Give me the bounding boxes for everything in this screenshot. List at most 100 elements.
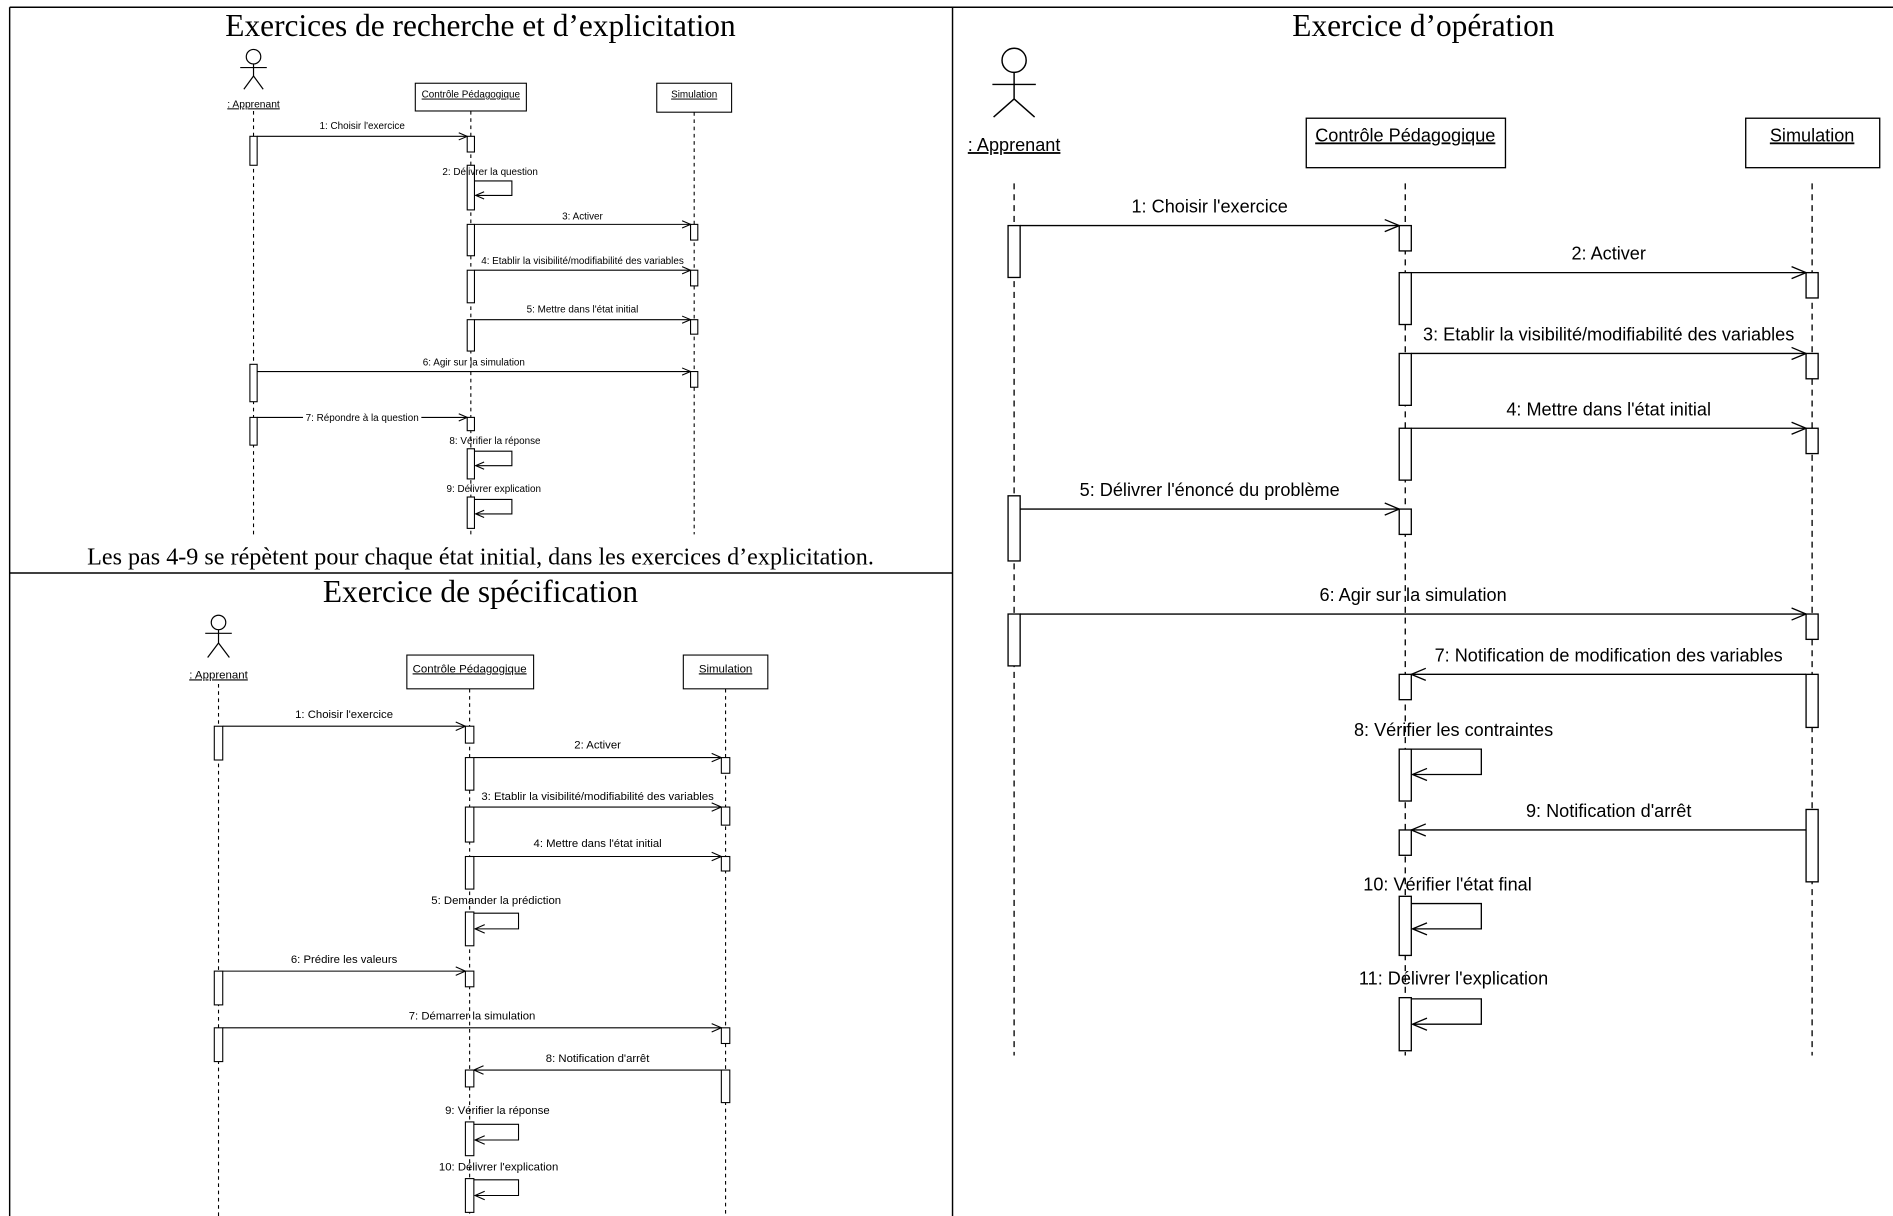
activation-bar-controle	[466, 269, 476, 304]
activation-bars	[1007, 224, 1819, 1052]
message-1: 1: Choisir l'exercice	[1020, 197, 1401, 233]
participant-controle: Contrôle Pédagogique	[1305, 117, 1507, 169]
message-2: 2: Délivrer la question	[442, 167, 538, 200]
activation-bar-controle	[1398, 996, 1412, 1052]
message-2: 2: Activer	[473, 739, 723, 763]
self-message-arrow	[1411, 748, 1482, 776]
activation-bar-simulation	[720, 806, 731, 826]
message-3: 3: Activer	[474, 211, 692, 229]
panel-title: Exercice de spécification	[323, 574, 639, 609]
activation-bar-simulation	[1805, 352, 1819, 380]
message-label: 4: Mettre dans l'état initial	[1506, 399, 1711, 419]
message-5: 5: Délivrer l'énoncé du problème	[1020, 480, 1401, 516]
message-3: 3: Etablir la visibilité/modifiabilité d…	[473, 791, 723, 812]
message-label: 5: Demander la prédiction	[431, 895, 561, 907]
activation-bar-apprenant	[249, 363, 258, 403]
arrowhead	[681, 266, 692, 275]
arrowhead	[458, 132, 469, 141]
frame	[8, 6, 1893, 1216]
activation-bar-apprenant	[249, 135, 258, 166]
participant-label-controle: Contrôle Pédagogique	[1315, 125, 1495, 145]
message-6: 6: Prédire les valeurs	[222, 954, 467, 976]
actor-icon	[240, 48, 267, 90]
actor-icon	[992, 47, 1036, 118]
actor-left-leg	[993, 98, 1015, 118]
self-message-arrow	[473, 912, 520, 930]
message-label: 8: Vérifier les contraintes	[1354, 720, 1553, 740]
activation-bar-controle	[1398, 748, 1412, 802]
activation-bar-simulation	[720, 757, 731, 774]
activation-bar-simulation	[1805, 673, 1819, 729]
actor-left-leg	[207, 642, 219, 658]
message-label: 3: Activer	[562, 211, 603, 222]
participant-controle: Contrôle Pédagogique	[406, 654, 535, 690]
message-1: 1: Choisir l'exercice	[222, 709, 467, 731]
activation-bar-controle	[1398, 895, 1412, 957]
message-6: 6: Agir sur la simulation	[1020, 585, 1808, 621]
panel-specification: Exercice de spécification : ApprenantCon…	[189, 574, 769, 1216]
activation-bar-controle	[1398, 673, 1412, 701]
message-4: 4: Mettre dans l'état initial	[1411, 399, 1808, 435]
message-label: 2: Activer	[574, 739, 621, 751]
activation-bar-simulation	[1805, 613, 1819, 641]
self-message-arrow	[474, 180, 513, 196]
message-4: 4: Etablir la visibilité/modifiabilité d…	[474, 256, 692, 275]
message-5: 5: Mettre dans l'état initial	[474, 304, 692, 324]
activation-bar-controle	[464, 855, 475, 890]
arrowhead	[474, 191, 485, 200]
activation-bar-controle	[464, 725, 475, 744]
participant-box	[406, 654, 535, 690]
activation-bar-apprenant	[1007, 495, 1021, 562]
message-2: 2: Activer	[1411, 244, 1808, 280]
activation-bar-controle	[1398, 508, 1412, 536]
panel-title: Exercices de recherche et d’explicitatio…	[225, 8, 736, 43]
participant-apprenant: : Apprenant	[189, 614, 249, 681]
actor-head	[245, 48, 262, 65]
message-11: 11: Délivrer l'explication	[1359, 969, 1548, 1031]
self-message-arrow	[473, 1123, 520, 1141]
arrowhead	[455, 966, 467, 976]
message-label: 1: Choisir l'exercice	[320, 121, 406, 132]
activation-bar-controle	[466, 319, 476, 352]
activation-bar-controle	[464, 970, 475, 988]
activation-bar-controle	[466, 416, 476, 432]
participant-label-controle: Contrôle Pédagogique	[413, 663, 527, 675]
participant-box	[1745, 117, 1881, 169]
message-label: 1: Choisir l'exercice	[1131, 197, 1287, 217]
participant-apprenant: : Apprenant	[227, 48, 280, 110]
arrowhead	[1384, 218, 1401, 233]
message-label: 9: Vérifier la réponse	[445, 1105, 550, 1117]
arrowhead	[711, 802, 723, 812]
activation-bar-controle	[466, 496, 476, 529]
activation-bar-controle	[1398, 271, 1412, 326]
arrowhead	[473, 1190, 485, 1201]
activation-bar-controle	[1398, 352, 1412, 406]
message-label: 4: Mettre dans l'état initial	[534, 838, 662, 850]
self-message-arrow	[474, 498, 513, 515]
arrowhead	[681, 367, 692, 376]
activation-bar-simulation	[1805, 271, 1819, 299]
self-message-arrow	[1411, 902, 1482, 930]
message-label: 7: Répondre à la question	[306, 413, 419, 424]
activation-bar-simulation	[720, 1027, 731, 1045]
arrowhead	[1384, 502, 1401, 516]
actor-icon	[205, 614, 232, 658]
participant-label-simulation: Simulation	[699, 663, 753, 675]
message-label: 2: Délivrer la question	[442, 167, 538, 178]
activation-bar-simulation	[720, 855, 731, 872]
message-6: 6: Agir sur la simulation	[257, 357, 692, 376]
arrowhead	[472, 1065, 484, 1075]
message-label: 11: Délivrer l'explication	[1359, 969, 1548, 989]
activation-bar-controle	[464, 757, 475, 791]
arrowhead	[473, 924, 485, 934]
activation-bar-simulation	[690, 371, 699, 388]
message-label: 9: Notification d'arrêt	[1526, 801, 1691, 821]
arrowhead	[711, 752, 723, 763]
self-message-arrow	[474, 450, 513, 467]
participant-label-controle: Contrôle Pédagogique	[422, 90, 521, 101]
